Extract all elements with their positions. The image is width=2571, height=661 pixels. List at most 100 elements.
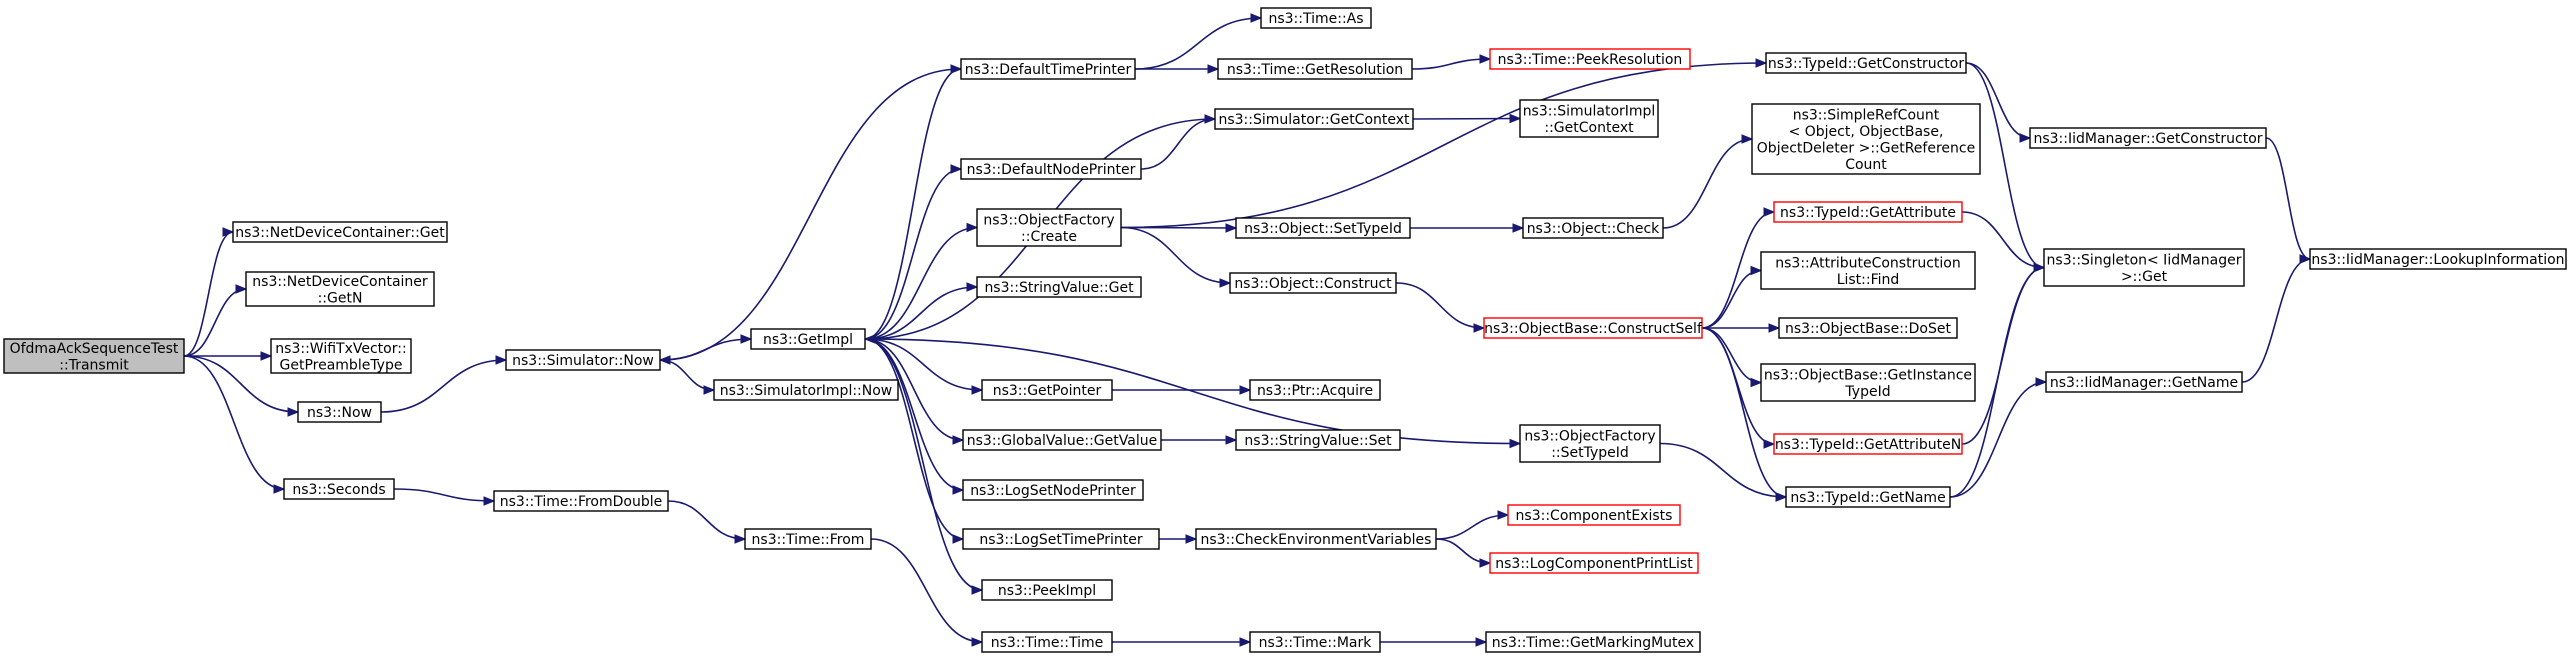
node-time-time[interactable]: ns3::Time::Time — [981, 631, 1113, 653]
edge-line — [1395, 282, 1485, 329]
node-strval-set[interactable]: ns3::StringValue::Set — [1235, 429, 1401, 451]
edge-deftime-to-time-getres — [1135, 64, 1220, 74]
node-sim-now[interactable]: ns3::Simulator::Now — [505, 349, 661, 371]
node-defnode[interactable]: ns3::DefaultNodePrinter — [960, 158, 1142, 180]
edge-arrowhead — [1473, 323, 1486, 333]
node-box — [493, 490, 669, 512]
node-box — [2043, 248, 2245, 287]
edge-arrowhead — [2019, 133, 2032, 143]
node-simplerefcount[interactable]: ns3::SimpleRefCount< Object, ObjectBase,… — [1751, 103, 1981, 175]
edge-sim-now-to-getimpl — [659, 334, 753, 361]
node-label: ns3::Time::GetResolution — [1227, 62, 1403, 78]
edge-line — [1411, 58, 1491, 70]
node-logsettime[interactable]: ns3::LogSetTimePrinter — [962, 528, 1160, 550]
node-label: ns3::Time::From — [752, 532, 865, 548]
node-ndc-get[interactable]: ns3::NetDeviceContainer::Get — [232, 221, 448, 243]
node-box — [283, 478, 395, 500]
edge-arrowhead — [2033, 262, 2046, 273]
edge-arrowhead — [703, 385, 716, 395]
edge-line — [1701, 269, 1762, 329]
node-iid-getname[interactable]: ns3::IidManager::GetName — [2045, 371, 2243, 393]
edge-objfact-create-to-typeid-getctor — [1120, 58, 1768, 229]
node-box — [1489, 552, 1699, 574]
node-label: ns3::StringValue::Get — [984, 280, 1134, 296]
node-obj-check[interactable]: ns3::Object::Check — [1522, 217, 1664, 239]
node-time-mark[interactable]: ns3::Time::Mark — [1249, 631, 1381, 653]
node-objbase-doset[interactable]: ns3::ObjectBase::DoSet — [1778, 317, 1958, 339]
edge-getimpl-to-peekimpl — [864, 338, 984, 595]
node-compexists[interactable]: ns3::ComponentExists — [1507, 504, 1681, 526]
node-gv-getvalue[interactable]: ns3::GlobalValue::GetValue — [962, 429, 1162, 451]
edge-deftime-to-sim-now — [658, 68, 962, 365]
edge-line — [1134, 17, 1262, 70]
edge-arrowhead — [287, 407, 300, 417]
edge-arrowhead — [1219, 278, 1232, 288]
node-iid-lookup[interactable]: ns3::IidManager::LookupInformation — [2309, 248, 2567, 270]
edge-line — [864, 338, 964, 540]
node-label: ns3::TypeId::GetConstructor — [1768, 56, 1964, 72]
node-label: ::GetContext — [1544, 120, 1634, 136]
edge-line — [870, 538, 983, 643]
node-label: OfdmaAckSequenceTest — [10, 341, 179, 357]
node-checkenv[interactable]: ns3::CheckEnvironmentVariables — [1195, 528, 1437, 550]
node-objbase-cs[interactable]: ns3::ObjectBase::ConstructSelf — [1483, 317, 1703, 339]
node-objfact-create[interactable]: ns3::ObjectFactory::Create — [976, 208, 1122, 247]
node-seconds[interactable]: ns3::Seconds — [283, 478, 395, 500]
node-sim-getctx[interactable]: ns3::Simulator::GetContext — [1214, 108, 1414, 130]
edge-getimpl-to-defnode — [864, 164, 963, 340]
node-time-as[interactable]: ns3::Time::As — [1260, 7, 1372, 29]
node-ptr-acquire[interactable]: ns3::Ptr::Acquire — [1249, 379, 1381, 401]
edge-line — [1662, 138, 1753, 229]
edge-arrowhead — [235, 284, 248, 294]
edge-arrowhead — [971, 585, 984, 595]
node-time-getres[interactable]: ns3::Time::GetResolution — [1217, 58, 1413, 80]
node-deftime[interactable]: ns3::DefaultTimePrinter — [960, 58, 1136, 80]
edge-sim-getctx-to-simimpl-getctx — [1412, 113, 1522, 124]
node-box — [962, 479, 1144, 501]
edge-arrowhead — [1763, 439, 1776, 449]
node-logcomplist[interactable]: ns3::LogComponentPrintList — [1489, 552, 1699, 574]
node-peekres[interactable]: ns3::Time::PeekResolution — [1489, 48, 1691, 70]
node-ndc-getn[interactable]: ns3::NetDeviceContainer::GetN — [245, 271, 435, 307]
node-logsetnode[interactable]: ns3::LogSetNodePrinter — [962, 479, 1144, 501]
node-singleton-get[interactable]: ns3::Singleton< IidManager>::Get — [2043, 248, 2245, 287]
node-now[interactable]: ns3::Now — [297, 401, 382, 423]
node-simimpl-getctx[interactable]: ns3::SimulatorImpl::GetContext — [1519, 99, 1659, 138]
node-objfact-settypeid[interactable]: ns3::ObjectFactory::SetTypeId — [1519, 424, 1661, 463]
node-root[interactable]: OfdmaAckSequenceTest::Transmit — [3, 338, 185, 374]
node-iid-getctor[interactable]: ns3::IidManager::GetConstructor — [2029, 127, 2267, 149]
edge-arrowhead — [2035, 377, 2048, 387]
edge-arrowhead — [1225, 223, 1238, 233]
node-box — [2029, 127, 2267, 149]
node-fromdouble[interactable]: ns3::Time::FromDouble — [493, 490, 669, 512]
edge-obj-construct-to-objbase-cs — [1395, 282, 1486, 333]
edge-objfact-create-to-obj-settypeid — [1120, 223, 1238, 233]
edge-root-to-ndc-get — [183, 227, 235, 357]
node-obj-construct[interactable]: ns3::Object::Construct — [1229, 272, 1397, 294]
node-peekimpl[interactable]: ns3::PeekImpl — [981, 579, 1113, 601]
node-label: ns3::PeekImpl — [998, 583, 1096, 599]
node-strval-get[interactable]: ns3::StringValue::Get — [976, 276, 1142, 298]
node-box — [1760, 363, 1976, 402]
node-getpointer[interactable]: ns3::GetPointer — [981, 379, 1113, 401]
node-wifitx[interactable]: ns3::WifiTxVector::GetPreambleType — [270, 338, 412, 374]
node-label: ::GetN — [318, 290, 363, 306]
node-typeid-getctor[interactable]: ns3::TypeId::GetConstructor — [1765, 52, 1967, 74]
node-label: ns3::GetImpl — [763, 332, 853, 348]
node-getimpl[interactable]: ns3::GetImpl — [750, 328, 866, 350]
node-typeid-getattrn[interactable]: ns3::TypeId::GetAttributeN — [1773, 433, 1963, 455]
node-box — [960, 58, 1136, 80]
edge-arrowhead — [1475, 637, 1488, 647]
node-getmarkmutex[interactable]: ns3::Time::GetMarkingMutex — [1485, 631, 1701, 653]
edge-line — [1120, 226, 1231, 284]
node-box — [981, 579, 1113, 601]
node-typeid-getattr[interactable]: ns3::TypeId::GetAttribute — [1773, 201, 1963, 223]
node-time-from[interactable]: ns3::Time::From — [744, 528, 872, 550]
node-obj-settypeid[interactable]: ns3::Object::SetTypeId — [1235, 217, 1411, 239]
node-typeid-getname[interactable]: ns3::TypeId::GetName — [1785, 486, 1951, 508]
node-label: Count — [1845, 157, 1887, 173]
node-simimpl-now[interactable]: ns3::SimulatorImpl::Now — [713, 379, 899, 401]
node-box — [232, 221, 448, 243]
